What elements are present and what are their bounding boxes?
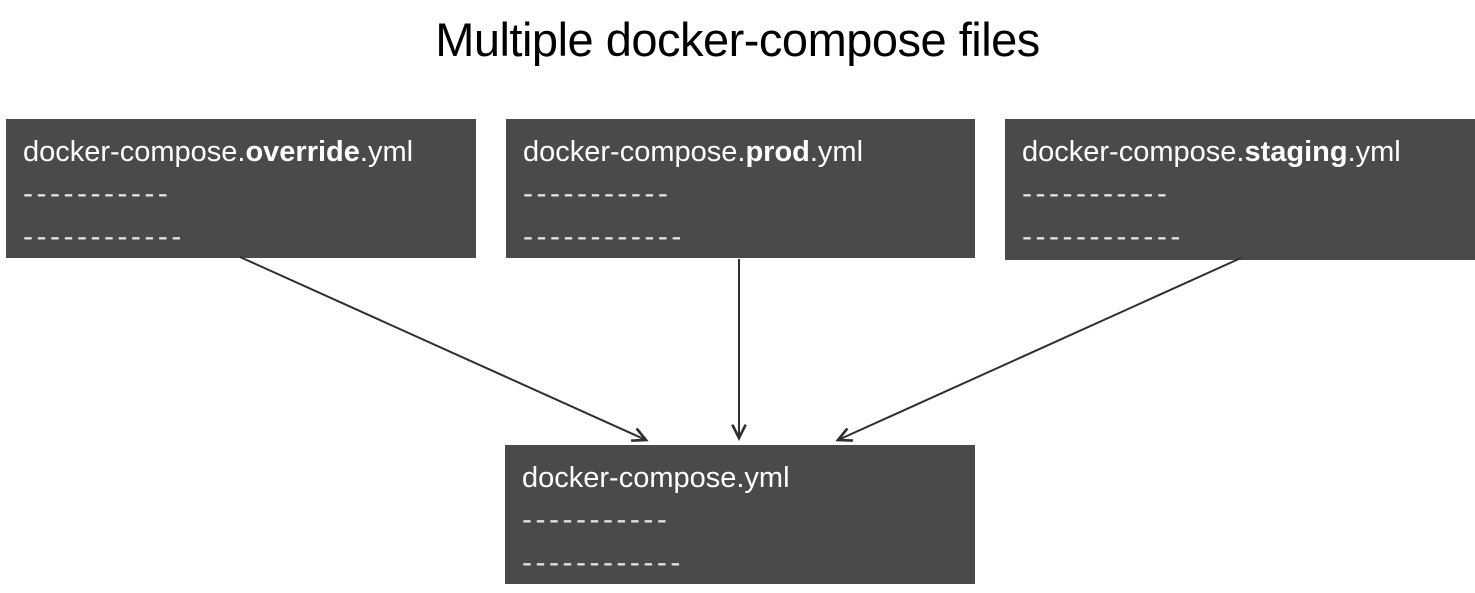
filename-staging: docker-compose.staging.yml	[1022, 132, 1465, 172]
placeholder-line: -----------	[1022, 177, 1171, 210]
filename-prod: docker-compose.prod.yml	[523, 132, 965, 172]
filename-override: docker-compose.override.yml	[23, 132, 466, 172]
file-box-staging: docker-compose.staging.yml ----------- -…	[1005, 119, 1475, 260]
filename-prod-emphasis: prod	[745, 136, 810, 168]
placeholder-line: -----------	[23, 177, 172, 210]
filename-override-emphasis: override	[245, 136, 360, 168]
page-title: Multiple docker-compose files	[435, 13, 1040, 66]
filename-prod-prefix: docker-compose.	[523, 136, 746, 168]
placeholder-line: ------------	[523, 220, 685, 253]
filename-staging-emphasis: staging	[1244, 136, 1348, 168]
placeholder-line: ------------	[1022, 220, 1184, 253]
placeholder-line: ------------	[23, 220, 185, 253]
placeholder-line: ------------	[522, 546, 684, 579]
filename-prod-suffix: .yml	[809, 136, 864, 168]
placeholder-line: -----------	[522, 503, 671, 536]
file-box-prod: docker-compose.prod.yml ----------- ----…	[506, 119, 975, 258]
file-box-base: docker-compose.yml ----------- ---------…	[505, 445, 975, 584]
placeholder-line: -----------	[523, 177, 672, 210]
filename-staging-suffix: .yml	[1347, 136, 1401, 168]
arrow-override-to-base	[239, 256, 649, 442]
filename-override-prefix: docker-compose.	[23, 136, 246, 168]
filename-override-suffix: .yml	[359, 136, 414, 168]
file-box-override: docker-compose.override.yml ----------- …	[6, 119, 476, 258]
arrow-staging-to-base	[835, 257, 1242, 442]
filename-staging-prefix: docker-compose.	[1022, 136, 1245, 168]
filename-base: docker-compose.yml	[522, 462, 790, 494]
